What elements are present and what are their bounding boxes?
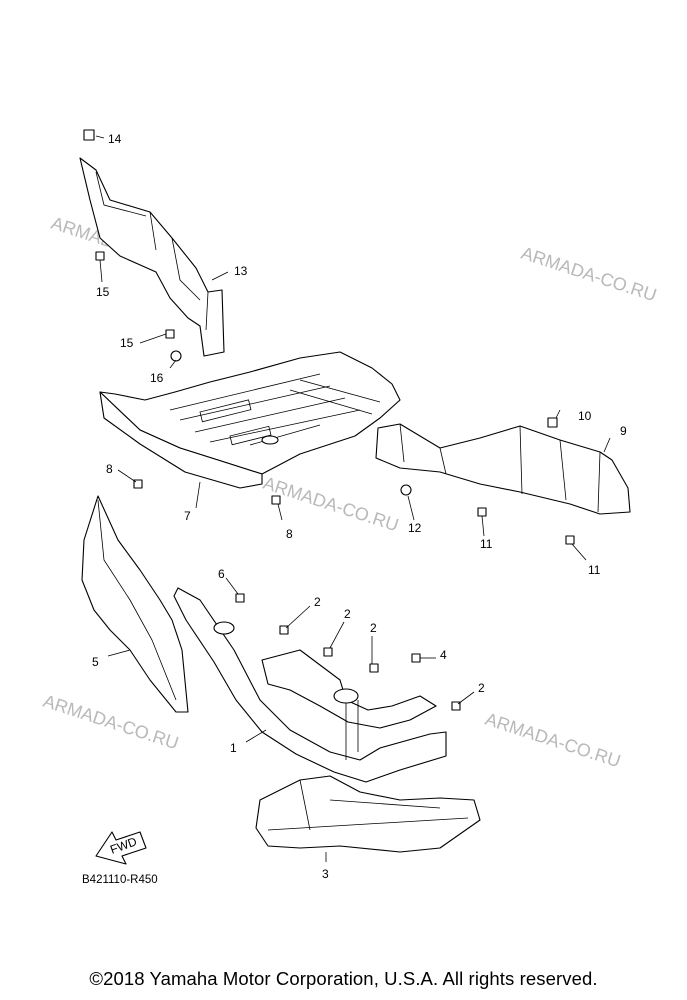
watermark: ARMADA-CO.RU bbox=[519, 243, 659, 306]
part-5-front-cover bbox=[81, 495, 189, 713]
fwd-arrow: FWD bbox=[95, 831, 147, 865]
callout-2: 2 bbox=[344, 607, 351, 621]
diagram-reference-code: B421110-R450 bbox=[82, 874, 158, 886]
callout-14: 14 bbox=[108, 132, 122, 146]
watermark: ARMADA-CO.RU bbox=[483, 709, 623, 772]
callout-3: 3 bbox=[322, 867, 329, 881]
callout-15: 15 bbox=[96, 285, 110, 299]
callout-2: 2 bbox=[478, 681, 485, 695]
callouts: 14 13 15 15 16 8 7 8 10 9 12 11 11 6 2 2… bbox=[92, 132, 627, 881]
callout-6: 6 bbox=[218, 567, 225, 581]
fasteners bbox=[83, 129, 575, 711]
watermark: ARMADA-CO.RU bbox=[261, 473, 401, 536]
callout-7: 7 bbox=[184, 509, 191, 523]
exploded-parts-diagram: ARMADA-CO.RU ARMADA-CO.RU ARMADA-CO.RU A… bbox=[41, 129, 659, 881]
watermark: ARMADA-CO.RU bbox=[41, 691, 181, 754]
callout-9: 9 bbox=[620, 424, 627, 438]
callout-16: 16 bbox=[150, 371, 164, 385]
callout-12: 12 bbox=[408, 521, 422, 535]
part-3-lower-skid bbox=[255, 775, 481, 853]
part-9-side-guard bbox=[375, 423, 631, 515]
callout-1: 1 bbox=[230, 741, 237, 755]
callout-10: 10 bbox=[578, 409, 592, 423]
callout-15: 15 bbox=[120, 336, 134, 350]
callout-11: 11 bbox=[480, 537, 493, 551]
part-13-side-guard bbox=[79, 157, 225, 357]
copyright-footer: ©2018 Yamaha Motor Corporation, U.S.A. A… bbox=[89, 968, 598, 989]
leader-lines bbox=[95, 135, 611, 862]
part-1-front-frame bbox=[173, 587, 447, 783]
callout-4: 4 bbox=[440, 648, 447, 662]
callout-2: 2 bbox=[314, 595, 321, 609]
callout-13: 13 bbox=[234, 264, 248, 278]
callout-11: 11 bbox=[588, 563, 601, 577]
callout-8: 8 bbox=[286, 527, 293, 541]
part-7-skid-plate bbox=[99, 351, 401, 489]
callout-8: 8 bbox=[106, 462, 113, 476]
callout-2: 2 bbox=[370, 621, 377, 635]
callout-5: 5 bbox=[92, 655, 99, 669]
